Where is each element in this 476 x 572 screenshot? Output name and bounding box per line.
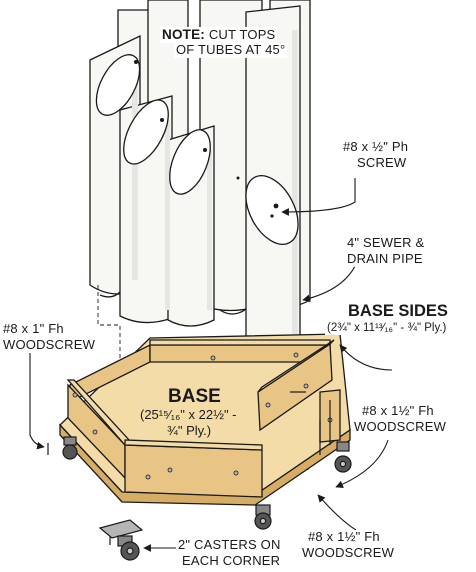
woodscrew-r-line-2: WOODSCREW xyxy=(352,419,449,435)
note-line-1: CUT TOPS xyxy=(208,27,276,42)
base-sides-dims: (2¾" x 11¹³⁄₁₆" - ¾" Ply.) xyxy=(325,322,449,335)
leader-base-sides xyxy=(339,344,393,371)
hex-base xyxy=(59,333,351,506)
caster-exploded xyxy=(98,519,144,561)
base-side-back xyxy=(149,344,331,363)
pipe-cut-3 xyxy=(169,129,211,195)
woodscrew-r-line-1: #8 x 1½" Fh xyxy=(360,403,436,419)
base-side-front xyxy=(124,444,263,498)
pipe-cut-4 xyxy=(245,175,299,245)
leader-woodscrew-r xyxy=(335,439,389,488)
woodscrew-1-line-2: WOODSCREW xyxy=(1,337,98,353)
leader-pipe xyxy=(302,261,358,303)
casters-line-2: EACH CORNER xyxy=(180,553,283,569)
leader-lines xyxy=(29,178,393,552)
base-side-right-top xyxy=(257,339,335,393)
pipe-line-1: 4" SEWER & xyxy=(345,235,427,251)
base-sides-title: BASE SIDES xyxy=(346,302,450,321)
pipe-line-2: DRAIN PIPE xyxy=(345,251,425,267)
caster-left xyxy=(62,436,78,460)
note-line-2: OF TUBES AT 45° xyxy=(174,42,288,58)
leader-woodscrew-1 xyxy=(29,350,45,450)
leader-screw-ph xyxy=(281,178,356,216)
base-dims-line-1: (25¹⁵⁄₁₆" x 22½" - xyxy=(140,407,237,422)
pipe-cut-2 xyxy=(123,99,169,165)
base-title: BASE xyxy=(168,386,221,407)
base-side-back-top xyxy=(149,339,331,346)
note-prefix: NOTE: xyxy=(162,27,205,42)
woodscrew-b-line-1: #8 x 1½" Fh xyxy=(306,529,382,545)
note-label: NOTE: CUT TOPS xyxy=(160,27,278,43)
casters xyxy=(62,436,352,561)
pipe-cluster xyxy=(89,0,311,357)
woodscrew-1-line-1: #8 x 1" Fh xyxy=(1,321,66,337)
base-dims-line-2: ¾" Ply.) xyxy=(167,423,212,438)
base-side-front-top xyxy=(124,439,263,451)
screw-ph-line-2: SCREW xyxy=(355,155,409,171)
casters-line-1: 2" CASTERS ON xyxy=(176,537,283,553)
leader-woodscrew-b xyxy=(317,494,357,531)
woodscrew-b-line-2: WOODSCREW xyxy=(300,545,397,561)
caster-front xyxy=(254,504,272,530)
caster-right xyxy=(334,441,352,473)
screw-ph-line-1: #8 x ½" Ph xyxy=(341,139,411,155)
base-screws xyxy=(72,352,333,480)
pipe-cut-1 xyxy=(95,54,141,116)
